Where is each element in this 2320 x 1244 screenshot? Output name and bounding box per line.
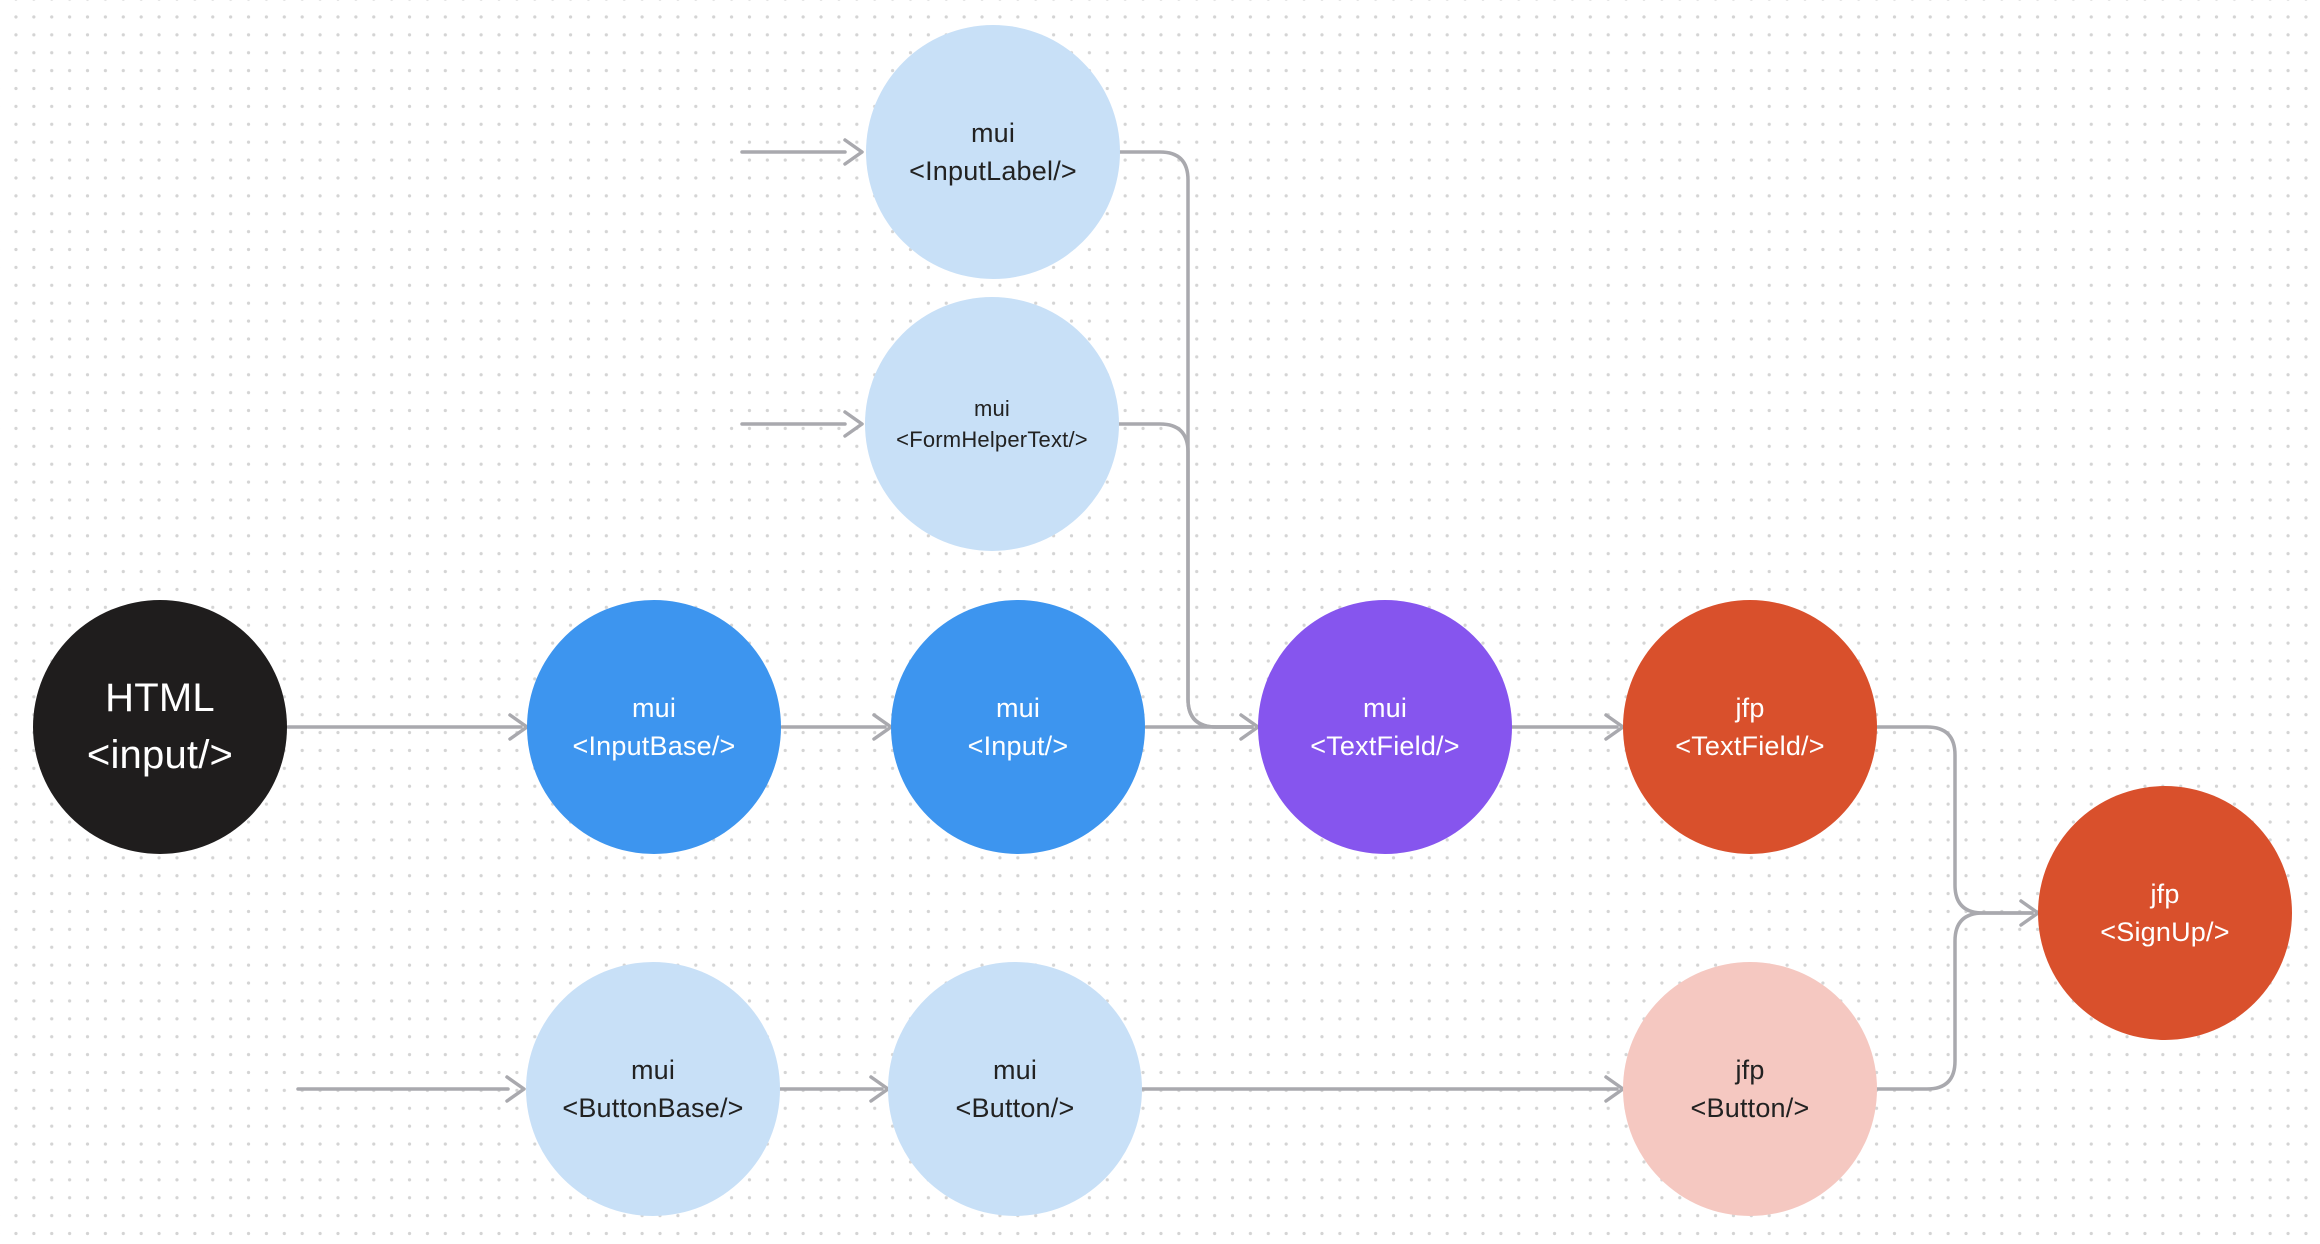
node-mui-input[interactable]: mui <Input/> (891, 600, 1145, 854)
edge-jfp-button-to-jfp-signup[interactable] (1875, 911, 2034, 1091)
node-label-line2: <Button/> (1690, 1093, 1810, 1123)
node-label-line1: jfp (1735, 1054, 1765, 1085)
node-label-line1: mui (992, 1054, 1038, 1085)
node-mui-buttonbase[interactable]: mui <ButtonBase/> (526, 962, 780, 1216)
node-label-line1: mui (1362, 692, 1408, 723)
node-label-line2: <TextField/> (1675, 731, 1825, 761)
node-label-line2: <TextField/> (1310, 731, 1460, 761)
node-label-line2: <input/> (86, 733, 234, 777)
node-label-line2: <InputBase/> (572, 731, 736, 761)
node-label-line2: <ButtonBase/> (562, 1093, 744, 1123)
node-mui-inputbase[interactable]: mui <InputBase/> (527, 600, 781, 854)
node-html-input[interactable]: HTML <input/> (33, 600, 287, 854)
node-jfp-textfield[interactable]: jfp <TextField/> (1623, 600, 1877, 854)
node-label-line1: mui (630, 1054, 676, 1085)
edge-jfp-textfield-to-jfp-signup[interactable] (1875, 725, 2034, 915)
arrowhead-icon (505, 1075, 526, 1103)
node-label-line1: jfp (1735, 692, 1765, 723)
node-label-line1: mui (973, 395, 1011, 421)
node-jfp-button[interactable]: jfp <Button/> (1623, 962, 1877, 1216)
edge-mui-formhelpertext-to-mui-textfield[interactable] (1117, 422, 1254, 729)
node-jfp-signup[interactable]: jfp <SignUp/> (2038, 786, 2292, 1040)
arrowhead-icon (843, 138, 864, 166)
node-label-line1: mui (995, 692, 1041, 723)
node-label-line1: HTML (105, 676, 215, 721)
node-label-line2: <SignUp/> (2100, 917, 2230, 947)
node-label-line2: <InputLabel/> (909, 156, 1077, 186)
node-label-line2: <Button/> (955, 1093, 1075, 1123)
node-label-line1: mui (631, 692, 677, 723)
node-mui-formhelpertext[interactable]: mui <FormHelperText/> (865, 297, 1119, 551)
arrowhead-icon (843, 410, 864, 438)
node-label-line1: jfp (2150, 878, 2180, 909)
node-mui-button[interactable]: mui <Button/> (888, 962, 1142, 1216)
node-mui-textfield[interactable]: mui <TextField/> (1258, 600, 1512, 854)
node-mui-inputlabel[interactable]: mui <InputLabel/> (866, 25, 1120, 279)
node-label-line1: mui (970, 117, 1016, 148)
node-label-line2: <FormHelperText/> (896, 427, 1088, 452)
node-label-line2: <Input/> (967, 731, 1069, 761)
